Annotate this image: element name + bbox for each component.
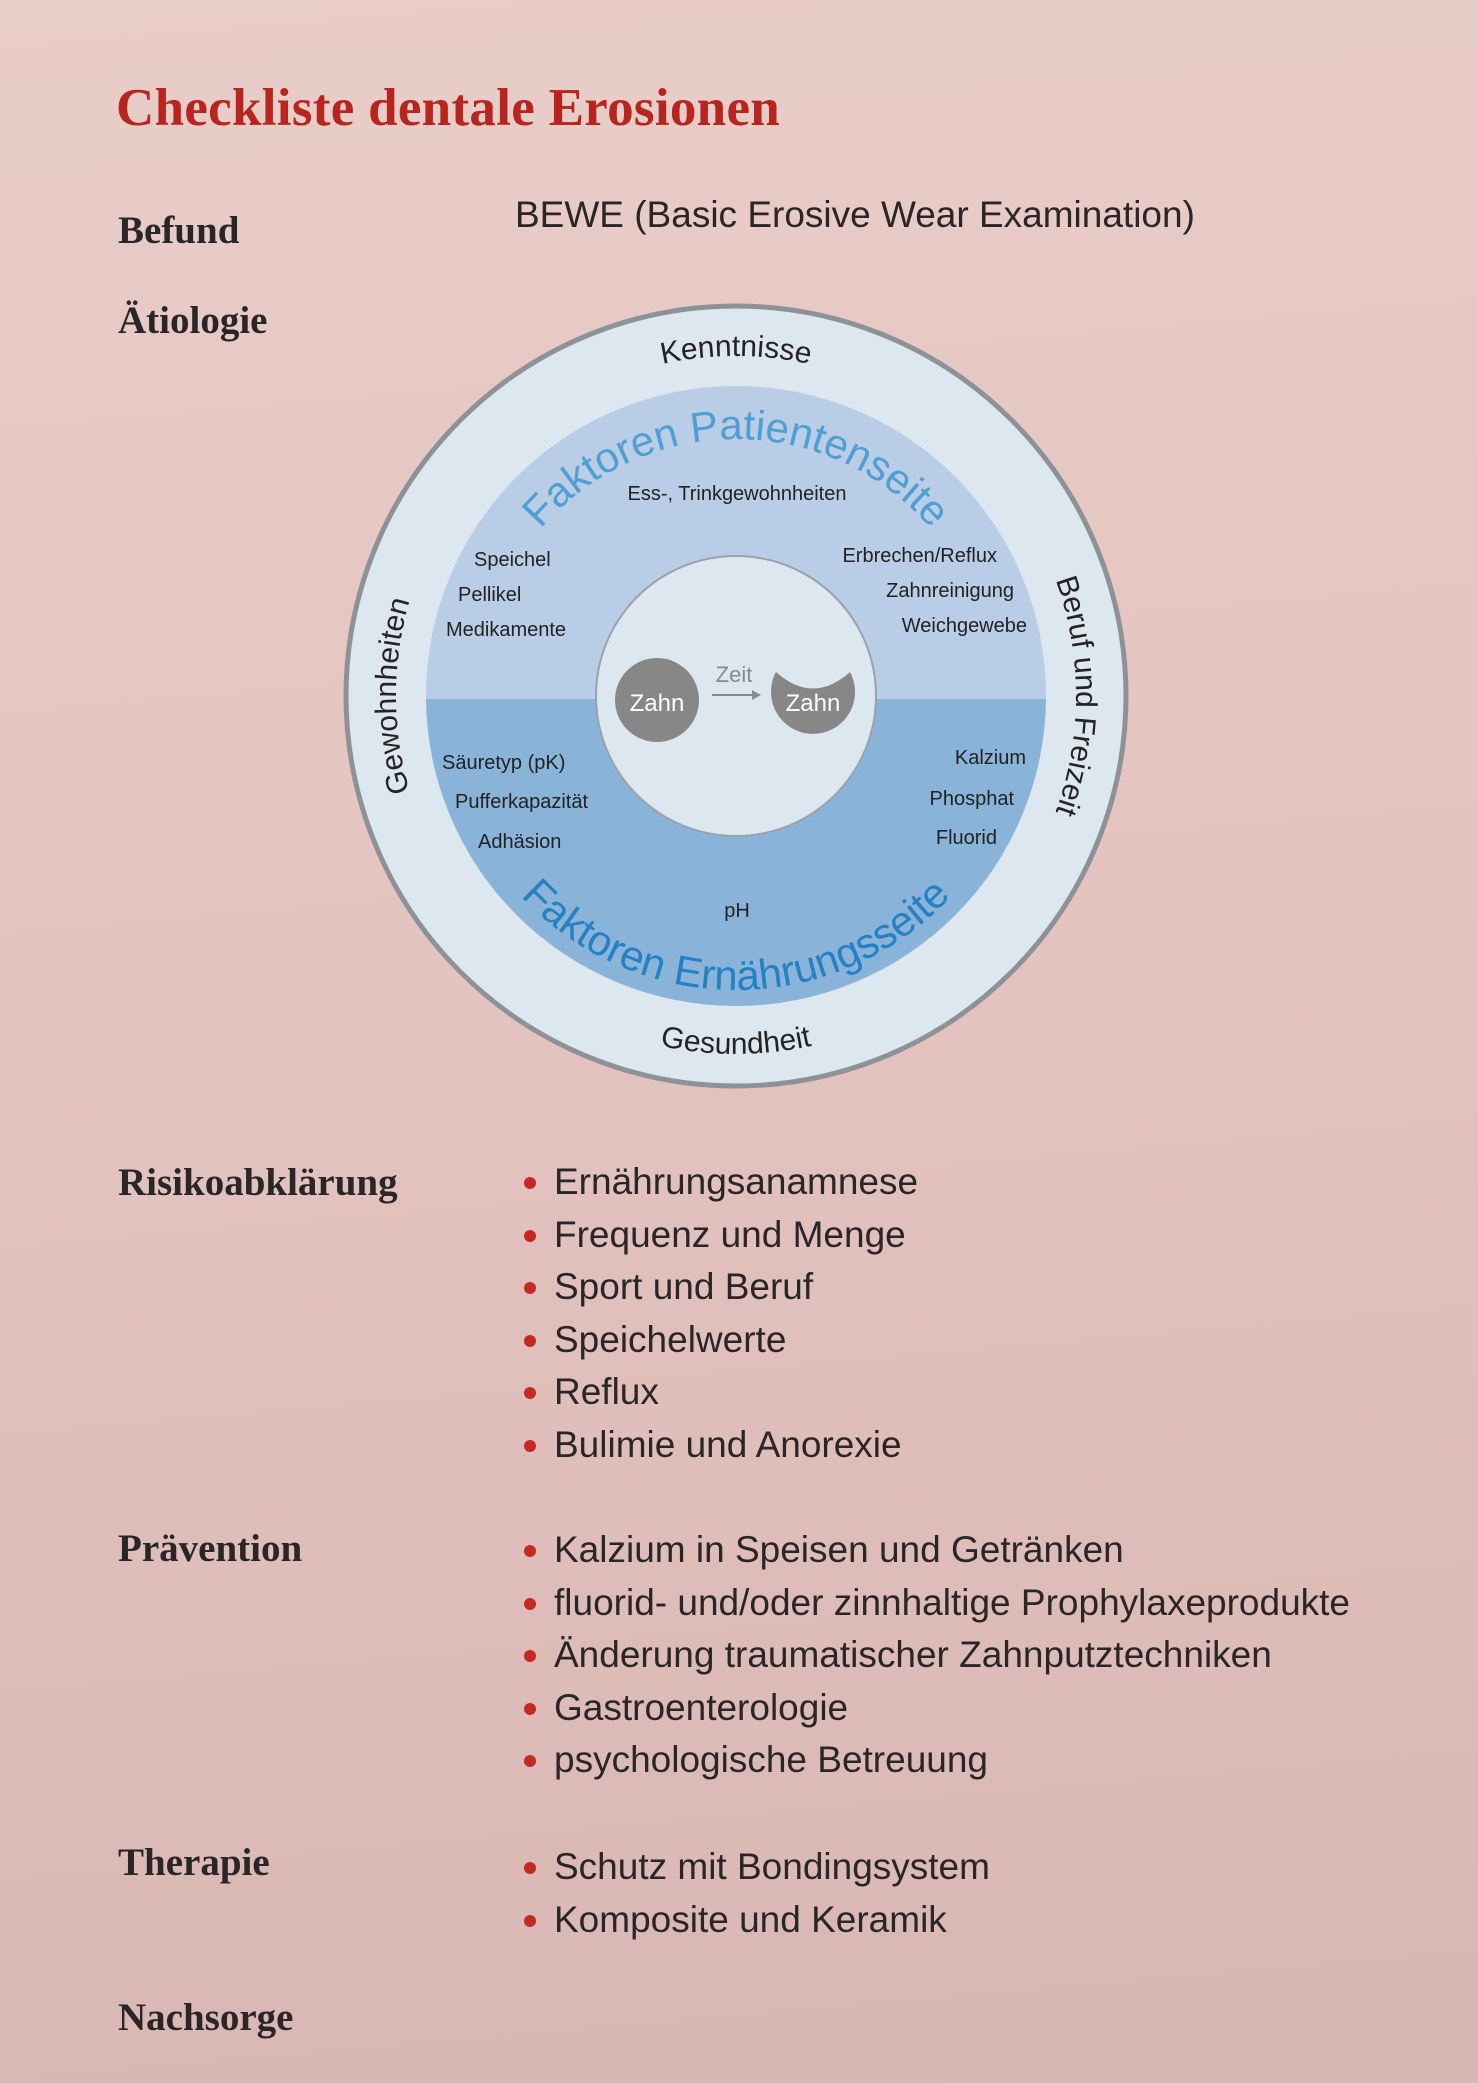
label-nachsorge: Nachsorge xyxy=(118,1996,294,2039)
list-item: Sport und Beruf xyxy=(520,1261,918,1314)
factor-phosphat: Phosphat xyxy=(929,788,1014,810)
list-item: Gastroenterologie xyxy=(520,1682,1350,1735)
befund-value: BEWE (Basic Erosive Wear Examination) xyxy=(515,194,1195,235)
label-risikoabklaerung: Risikoabklärung xyxy=(118,1161,398,1204)
bullet-dot-icon xyxy=(524,1545,536,1557)
list-item: Bulimie und Anorexie xyxy=(520,1419,918,1472)
list-item: Schutz mit Bondingsystem xyxy=(520,1841,990,1894)
label-therapie: Therapie xyxy=(118,1841,270,1884)
bullet-dot-icon xyxy=(524,1229,536,1242)
risikoabklaerung-list: Ernährungsanamnese Frequenz und Menge Sp… xyxy=(520,1156,918,1472)
aetiology-diagram: Kenntnisse Gesundheit Gewohnheiten Beruf… xyxy=(343,303,1129,1089)
label-befund: Befund xyxy=(118,209,240,252)
list-item: Frequenz und Menge xyxy=(520,1209,918,1262)
list-item: Kalzium in Speisen und Getränken xyxy=(520,1524,1350,1577)
praevention-list: Kalzium in Speisen und Getränken fluorid… xyxy=(520,1524,1350,1787)
factor-ph: pH xyxy=(724,900,750,922)
label-aetiologie: Ätiologie xyxy=(118,299,268,342)
time-label: Zeit xyxy=(716,662,753,687)
label-praevention: Prävention xyxy=(118,1527,303,1570)
bullet-dot-icon xyxy=(524,1702,536,1715)
bullet-dot-icon xyxy=(524,1597,536,1610)
bullet-dot-icon xyxy=(524,1862,536,1874)
tooth-before-label: Zahn xyxy=(630,690,685,717)
therapie-list: Schutz mit Bondingsystem Komposite und K… xyxy=(520,1841,990,1946)
bullet-dot-icon xyxy=(524,1177,536,1189)
bullet-dot-icon xyxy=(524,1755,536,1768)
list-item: Speichelwerte xyxy=(520,1314,918,1367)
patient-factors-half xyxy=(426,386,1046,699)
nutrition-factors-half xyxy=(426,699,1046,1006)
tooth-before-icon xyxy=(615,658,699,742)
tooth-eroded-icon xyxy=(771,672,855,734)
factor-kalzium: Kalzium xyxy=(955,747,1026,769)
tooth-after-label: Zahn xyxy=(786,690,841,717)
factor-pufferkapazitaet: Pufferkapazität xyxy=(455,791,588,813)
factor-ess-trinkgewohnheiten: Ess-, Trinkgewohnheiten xyxy=(627,483,846,505)
bullet-dot-icon xyxy=(524,1439,536,1452)
time-arrow-icon xyxy=(712,690,761,700)
factor-fluorid: Fluorid xyxy=(936,827,997,849)
factor-saeuretyp: Säuretyp (pK) xyxy=(442,752,565,774)
bullet-dot-icon xyxy=(524,1334,536,1347)
factor-speichel: Speichel xyxy=(474,549,551,571)
list-item: Ernährungsanamnese xyxy=(520,1156,918,1209)
list-item: Komposite und Keramik xyxy=(520,1894,990,1947)
bullet-dot-icon xyxy=(524,1914,536,1927)
page-title: Checkliste dentale Erosionen xyxy=(116,79,781,137)
list-item: psychologische Betreuung xyxy=(520,1734,1350,1787)
bullet-dot-icon xyxy=(524,1282,536,1295)
factor-weichgewebe: Weichgewebe xyxy=(902,615,1027,637)
factor-adhaesion: Adhäsion xyxy=(478,831,561,853)
factor-pellikel: Pellikel xyxy=(458,584,521,606)
bullet-dot-icon xyxy=(524,1650,536,1663)
list-item: Änderung traumatischer Zahnputztechniken xyxy=(520,1629,1350,1682)
factor-erbrechen-reflux: Erbrechen/Reflux xyxy=(842,545,997,567)
factor-medikamente: Medikamente xyxy=(446,619,566,641)
factor-zahnreinigung: Zahnreinigung xyxy=(886,580,1014,602)
bullet-dot-icon xyxy=(524,1387,536,1400)
list-item: Reflux xyxy=(520,1366,918,1419)
list-item: fluorid- und/oder zinnhaltige Prophylaxe… xyxy=(520,1577,1350,1630)
